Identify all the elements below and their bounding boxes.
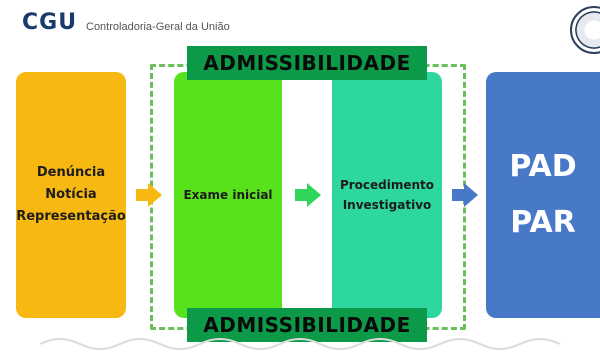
origin-line-1: Denúncia bbox=[36, 165, 106, 180]
initial-exam-label: Exame inicial bbox=[183, 188, 273, 202]
seal-icon bbox=[570, 6, 600, 54]
arrow-right-icon bbox=[295, 183, 321, 207]
initial-exam-box: Exame inicial bbox=[174, 72, 282, 318]
admissibility-banner-top: ADMISSIBILIDADE bbox=[187, 46, 427, 80]
watermark bbox=[39, 330, 580, 350]
arrow-right-icon bbox=[452, 183, 478, 207]
origin-box: Denúncia Notícia Representação bbox=[16, 72, 126, 318]
admissibility-banner-bottom: ADMISSIBILIDADE bbox=[187, 308, 427, 342]
cgu-logo: CGU bbox=[22, 10, 78, 35]
outcome-pad: PAD bbox=[509, 149, 577, 184]
outcome-box: PAD PAR bbox=[486, 72, 600, 318]
cgu-subtitle: Controladoria-Geral da União bbox=[86, 21, 230, 33]
procedure-box: Procedimento Investigativo bbox=[332, 72, 442, 318]
procedure-line-2: Investigativo bbox=[342, 198, 432, 212]
procedure-line-1: Procedimento bbox=[339, 178, 435, 192]
origin-line-3: Representação bbox=[16, 209, 126, 224]
origin-line-2: Notícia bbox=[45, 187, 97, 202]
outcome-par: PAR bbox=[510, 205, 576, 240]
arrow-right-icon bbox=[136, 183, 162, 207]
